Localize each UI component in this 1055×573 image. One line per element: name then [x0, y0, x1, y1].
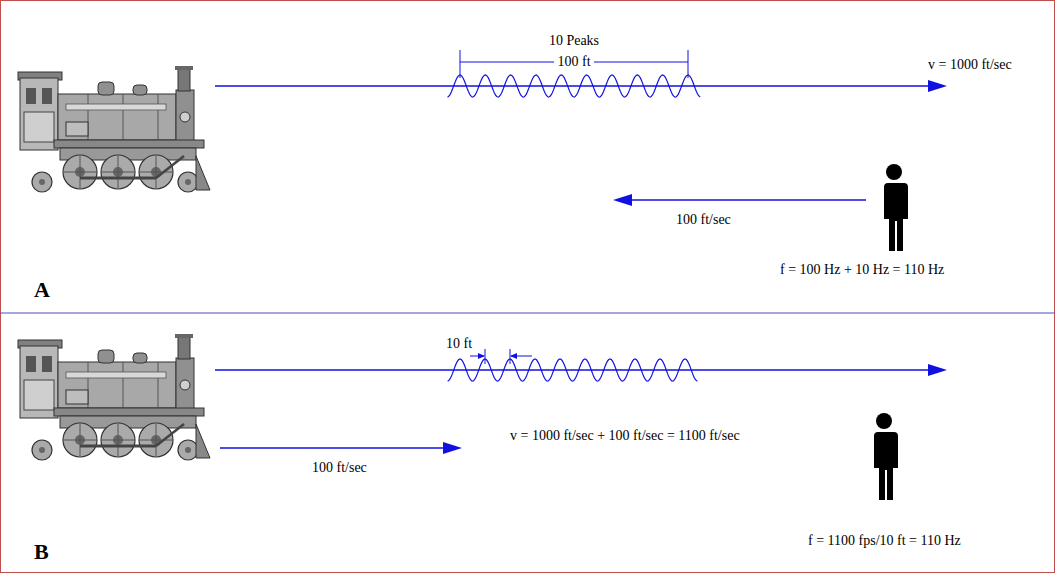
sound-wave [447, 75, 700, 97]
arrow-head [928, 364, 947, 376]
dimension-label: 10 Peaks [549, 33, 599, 49]
observer-arrow [625, 199, 866, 200]
velocity-label: 100 ft/sec [676, 212, 731, 228]
arrow-head [443, 442, 462, 454]
arrow-head [510, 353, 517, 359]
locomotive [18, 66, 210, 192]
frequency-label: f = 100 Hz + 10 Hz = 110 Hz [780, 262, 944, 278]
observer [884, 164, 908, 251]
dimension-label: 100 ft [554, 54, 593, 70]
velocity-label: 100 ft/sec [312, 460, 367, 476]
arrow-head [928, 80, 947, 92]
wavelength-marker [470, 349, 532, 364]
dimension-label: 10 ft [446, 336, 472, 352]
panel-divider [0, 313, 1055, 314]
locomotive [18, 334, 210, 460]
observer [874, 413, 898, 500]
velocity-label: v = 1000 ft/sec [928, 57, 1012, 73]
sound-arrow [215, 85, 935, 86]
panel-letter: A [34, 278, 50, 302]
velocity-label: v = 1000 ft/sec + 100 ft/sec = 1100 ft/s… [510, 428, 740, 444]
train-arrow [220, 447, 450, 448]
arrow-head [478, 353, 485, 359]
arrow-head [613, 194, 632, 206]
frequency-label: f = 1100 fps/10 ft = 110 Hz [808, 533, 961, 549]
panel-letter: B [34, 540, 49, 564]
sound-arrow [215, 369, 935, 370]
dimension-bracket [460, 50, 688, 78]
